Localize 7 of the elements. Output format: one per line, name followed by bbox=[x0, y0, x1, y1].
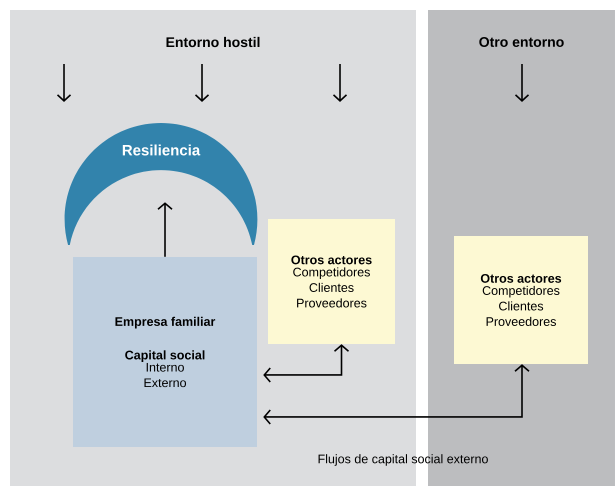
text-box: Otros actores Competidores Clientes Proveedores bbox=[268, 219, 395, 344]
arrow bbox=[263, 364, 530, 424]
caption-text: Flujos de capital social externo bbox=[318, 454, 488, 466]
arrow bbox=[263, 344, 350, 382]
arrow bbox=[157, 202, 173, 257]
text-box: Otros actores Competidores Clientes Proveedores bbox=[454, 236, 588, 364]
text-box: Empresa familiar Capital social Interno Externo bbox=[73, 256, 257, 447]
